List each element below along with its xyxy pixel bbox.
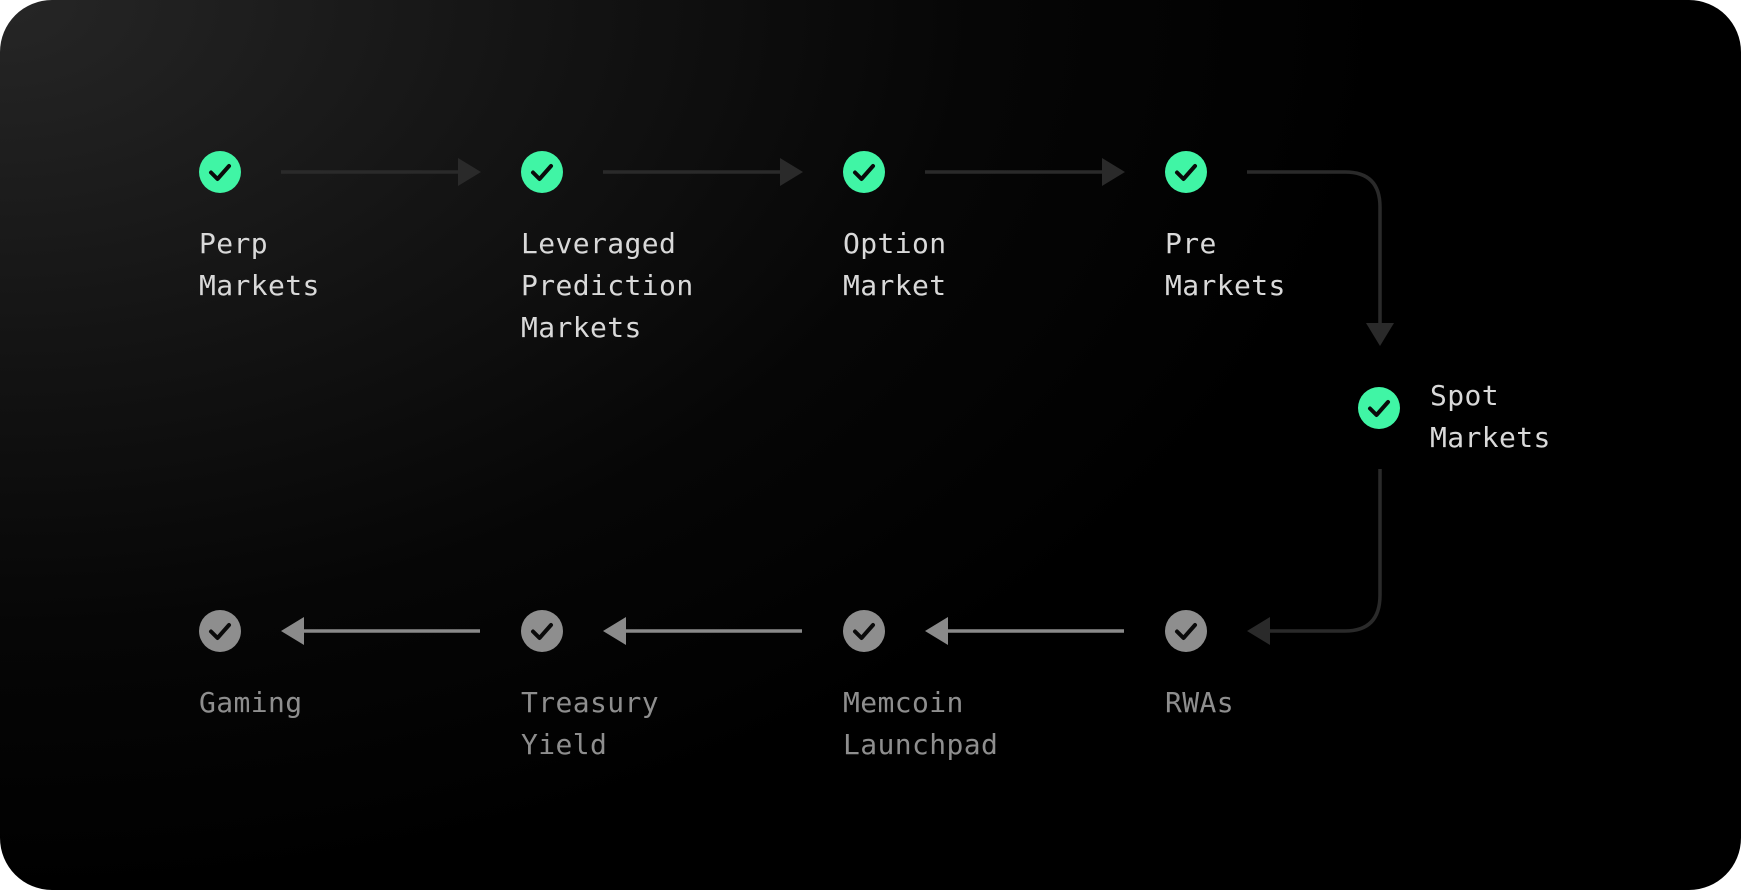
step-label-line: Yield <box>521 728 608 761</box>
check-circle-icon <box>843 151 885 193</box>
step-label: RWAs <box>1165 682 1234 724</box>
step-label: Treasury Yield <box>521 682 659 766</box>
check-circle-icon <box>1165 610 1207 652</box>
step-label-line: Spot <box>1430 379 1500 412</box>
step-label: Pre Markets <box>1165 223 1286 307</box>
check-circle-icon <box>1165 151 1207 193</box>
arrowhead-icon <box>458 158 481 186</box>
arrowhead-icon <box>1366 323 1394 346</box>
arrowhead-icon <box>1102 158 1125 186</box>
step-label-line: Memcoin <box>843 686 964 719</box>
step-label-line: Perp <box>199 227 269 260</box>
step-label-line: Markets <box>199 269 320 302</box>
check-circle-icon <box>521 151 563 193</box>
step-label-line: Prediction <box>521 269 694 302</box>
step-label: Perp Markets <box>199 223 320 307</box>
arrowhead-icon <box>780 158 803 186</box>
step-label: Spot Markets <box>1430 375 1551 459</box>
step-label-line: Markets <box>521 311 642 344</box>
connector-spot-to-rwas <box>1270 469 1382 633</box>
step-label: Memcoin Launchpad <box>843 682 998 766</box>
step-label: Option Market <box>843 223 947 307</box>
step-label-line: Option <box>843 227 947 260</box>
step-label-line: Leveraged <box>521 227 677 260</box>
step-label-line: Markets <box>1430 421 1551 454</box>
step-label-line: Launchpad <box>843 728 999 761</box>
step-label-line: RWAs <box>1165 686 1235 719</box>
step-label-line: Market <box>843 269 947 302</box>
step-label-line: Pre <box>1165 227 1217 260</box>
step-label-line: Markets <box>1165 269 1286 302</box>
arrowhead-icon <box>1247 617 1270 645</box>
connector-pre-to-spot <box>1247 170 1382 323</box>
step-label: Gaming <box>199 682 303 724</box>
check-circle-icon <box>199 610 241 652</box>
check-circle-icon <box>199 151 241 193</box>
step-label-line: Gaming <box>199 686 303 719</box>
check-circle-icon <box>521 610 563 652</box>
arrowhead-icon <box>603 617 626 645</box>
check-circle-icon <box>843 610 885 652</box>
check-circle-icon <box>1358 387 1400 429</box>
arrowhead-icon <box>281 617 304 645</box>
step-label: Leveraged Prediction Markets <box>521 223 694 349</box>
step-label-line: Treasury <box>521 686 660 719</box>
arrowhead-icon <box>925 617 948 645</box>
